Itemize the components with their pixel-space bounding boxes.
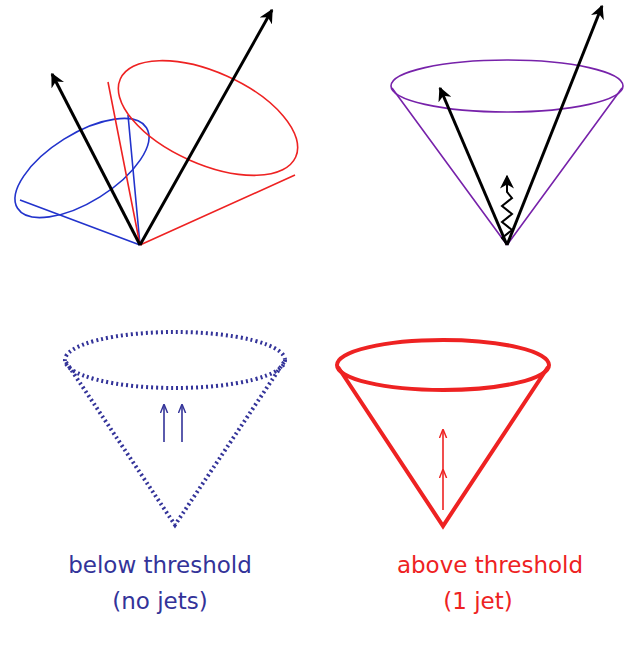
cone-rim [0, 99, 164, 237]
particle-arrow [442, 430, 444, 470]
jet-arrow [507, 6, 602, 245]
jet-arrow [440, 88, 507, 245]
cone-rim [65, 332, 285, 388]
cone-rim [391, 60, 623, 112]
dotted-cone [65, 332, 285, 525]
solid-cone [337, 340, 549, 526]
blue-cone [0, 99, 164, 245]
jet-arrow [52, 74, 140, 245]
threshold-label: above threshold [397, 552, 583, 580]
cone-rim [102, 37, 315, 199]
jet-arrow [140, 10, 272, 245]
threshold-label: (no jets) [112, 588, 207, 616]
cone-rim [337, 340, 549, 390]
cone-side [108, 82, 295, 245]
particle-arrow [442, 470, 444, 510]
particle-arrow [181, 405, 183, 442]
cone-side [338, 367, 548, 526]
red-cone [102, 37, 315, 245]
purple-cone [391, 60, 623, 245]
threshold-label: (1 jet) [443, 588, 512, 616]
particle-arrow [163, 405, 165, 442]
threshold-label: below threshold [68, 552, 252, 580]
cone-side [392, 88, 622, 245]
wavy-arrow [502, 176, 512, 244]
cone-side [20, 115, 140, 245]
cone-side [66, 362, 284, 525]
